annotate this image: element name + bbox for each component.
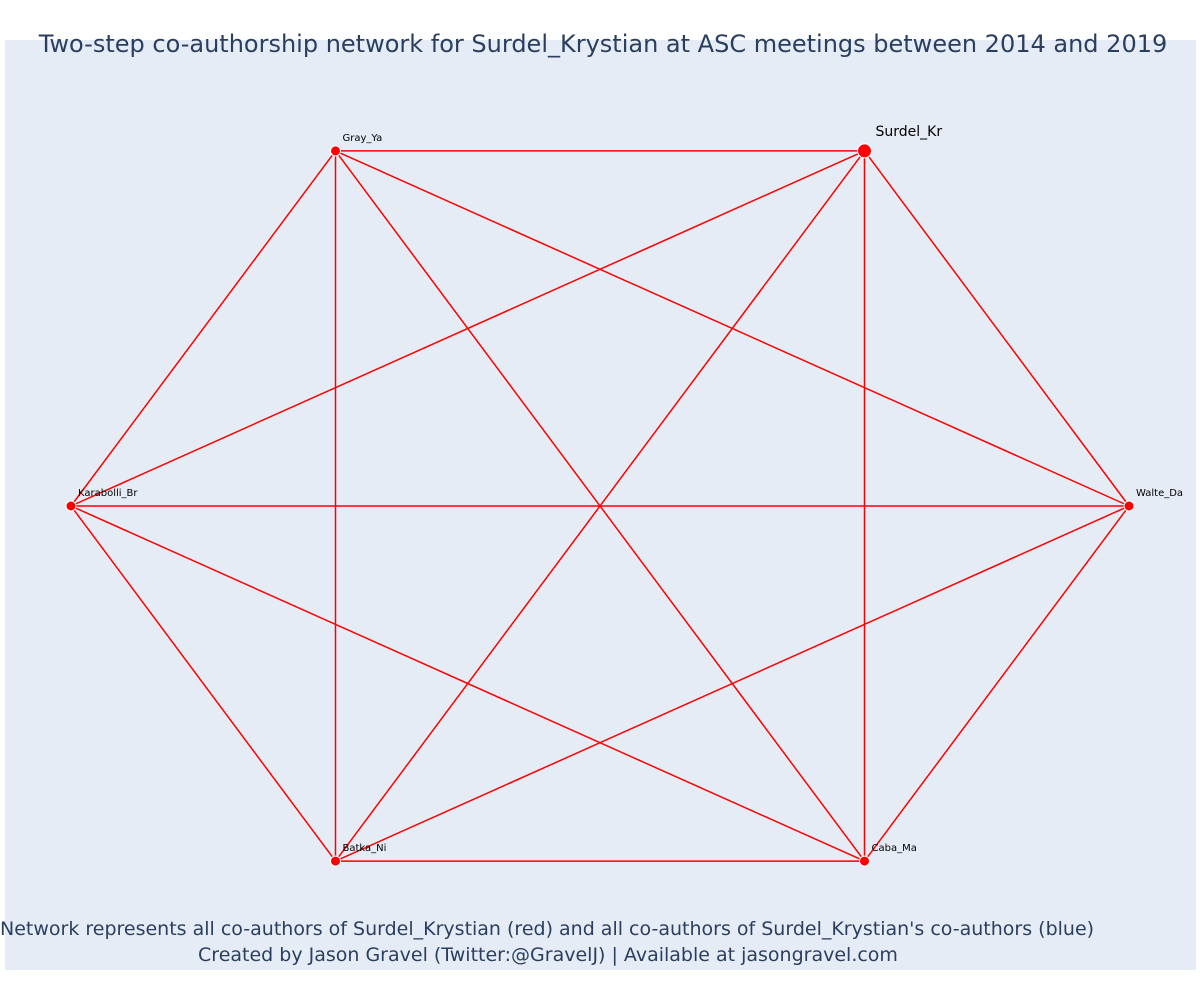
edge-Gray_Ya-Walte_Da [335,150,1130,507]
node-label-Walte_Da: Walte_Da [1136,488,1183,499]
caption-credits: Created by Jason Gravel (Twitter:@Gravel… [198,944,898,966]
node-Walte_Da[interactable] [1123,500,1135,512]
caption-network-description: Network represents all co-authors of Sur… [0,918,1095,940]
chart-title: Two-step co-authorship network for Surde… [38,30,1168,58]
edge-Karabolli_Br-Caba_Ma [70,505,865,862]
edge-Batka_Ni-Walte_Da [335,505,1130,862]
node-Gray_Ya[interactable] [330,145,341,157]
edge-Gray_Ya-Karabolli_Br [70,150,337,507]
edge-Caba_Ma-Walte_Da [863,505,1130,862]
edge-layer [70,150,1130,862]
node-label-Caba_Ma: Caba_Ma [872,843,917,854]
node-Batka_Ni[interactable] [330,855,341,867]
node-Surdel_Kr[interactable] [857,143,872,159]
node-label-Gray_Ya: Gray_Ya [343,133,383,144]
node-Caba_Ma[interactable] [859,855,870,867]
node-Karabolli_Br[interactable] [65,500,77,512]
edge-Surdel_Kr-Walte_Da [863,150,1130,507]
node-label-Karabolli_Br: Karabolli_Br [78,488,138,499]
node-label-Surdel_Kr: Surdel_Kr [876,124,943,140]
node-label-Batka_Ni: Batka_Ni [343,843,387,854]
edge-Karabolli_Br-Batka_Ni [70,505,337,862]
